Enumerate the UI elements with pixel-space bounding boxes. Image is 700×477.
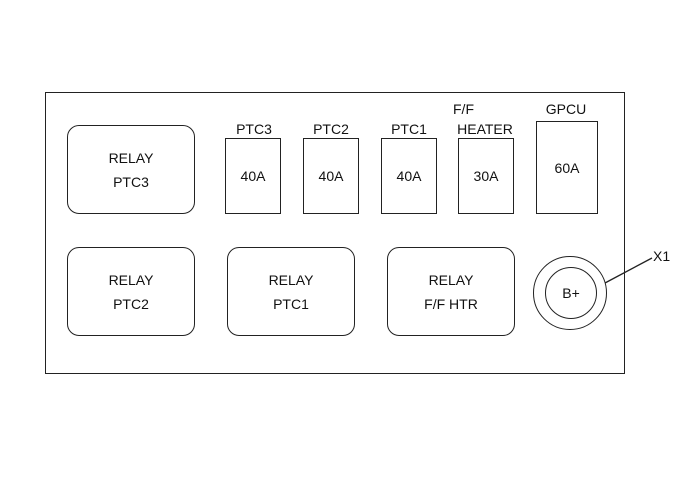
fuse-ff-heater-rating: 30A — [473, 168, 499, 184]
relay-ptc3: RELAY PTC3 — [67, 125, 195, 214]
fuse-ff-heater: 30A — [458, 138, 514, 214]
relay-ptc3-line1: RELAY — [108, 149, 154, 166]
relay-ptc1: RELAY PTC1 — [227, 247, 355, 336]
fuse-block-panel — [45, 92, 625, 374]
relay-ptc1-line1: RELAY — [268, 271, 314, 288]
relay-ff-htr: RELAY F/F HTR — [387, 247, 515, 336]
fuse-ptc2: 40A — [303, 138, 359, 214]
fuse-gpcu-label: GPCU — [545, 101, 587, 117]
callout-x1-label: X1 — [653, 248, 671, 264]
relay-ptc2: RELAY PTC2 — [67, 247, 195, 336]
fuse-ptc1-label: PTC1 — [391, 121, 427, 137]
b-plus-terminal: B+ — [545, 267, 597, 319]
fuse-ptc3-rating: 40A — [240, 168, 266, 184]
fuse-ff-heater-label-line2: HEATER — [457, 121, 513, 137]
relay-ptc2-line2: PTC2 — [113, 295, 149, 312]
fuse-ptc2-label: PTC2 — [313, 121, 349, 137]
relay-ff-htr-line1: RELAY — [428, 271, 474, 288]
relay-ptc1-line2: PTC1 — [273, 295, 309, 312]
fuse-ptc3: 40A — [225, 138, 281, 214]
relay-ff-htr-line2: F/F HTR — [424, 295, 478, 312]
b-plus-terminal-ring — [533, 256, 607, 330]
b-plus-terminal-label: B+ — [562, 285, 580, 301]
relay-ptc2-line1: RELAY — [108, 271, 154, 288]
fuse-ff-heater-label-line1: F/F — [453, 101, 474, 117]
fuse-ptc2-rating: 40A — [318, 168, 344, 184]
fuse-gpcu: 60A — [536, 121, 598, 214]
fuse-ptc3-label: PTC3 — [236, 121, 272, 137]
fuse-ptc1: 40A — [381, 138, 437, 214]
relay-ptc3-line2: PTC3 — [113, 173, 149, 190]
fuse-ptc1-rating: 40A — [396, 168, 422, 184]
fuse-gpcu-rating: 60A — [554, 159, 580, 176]
